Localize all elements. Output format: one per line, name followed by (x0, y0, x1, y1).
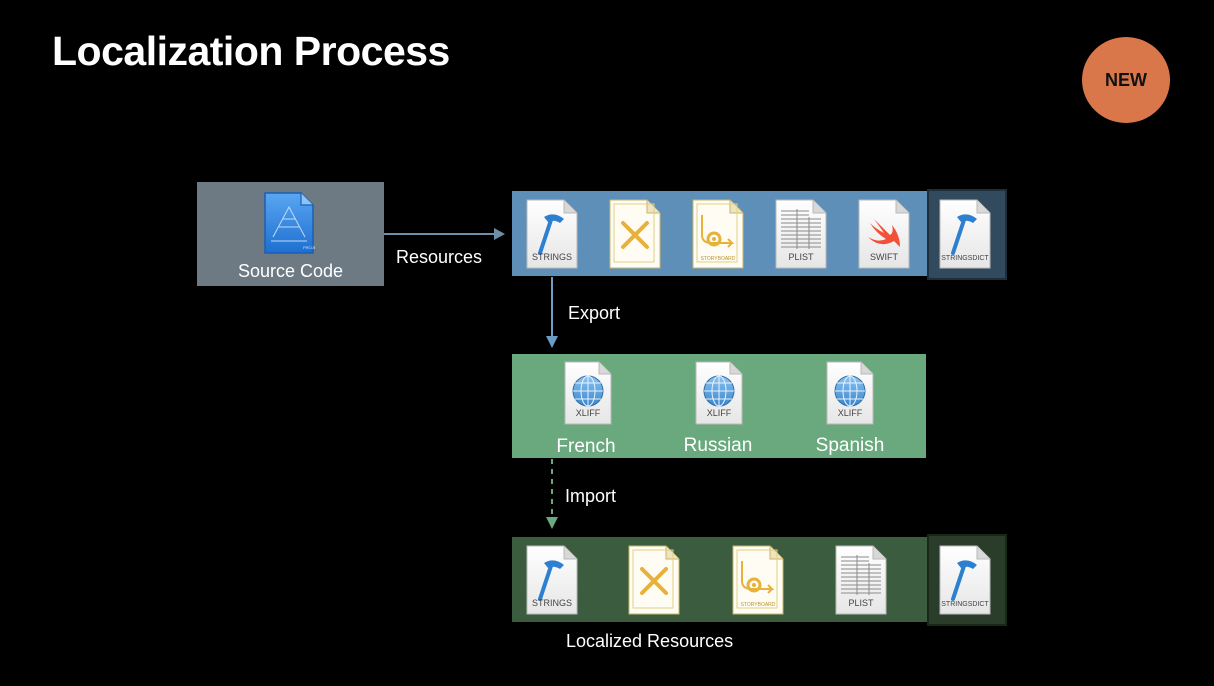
svg-text:PROJECT: PROJECT (303, 245, 315, 250)
xliff-file-spanish: XLIFF (826, 361, 874, 425)
xcode-project-icon: PROJECT (264, 192, 315, 254)
xliff-russian-caption: XLIFF (706, 408, 732, 418)
localized-plist-caption: PLIST (848, 598, 874, 608)
globe-icon (564, 361, 612, 425)
storyboard-file-caption: STORYBOARD (700, 256, 736, 262)
stringsdict-file: STRINGSDICT (939, 199, 991, 269)
xliff-file-russian: XLIFF (695, 361, 743, 425)
xliff-russian-label: Russian (683, 435, 753, 456)
plist-file: PLIST (775, 199, 827, 269)
xliff-file-french: XLIFF (564, 361, 612, 425)
swift-icon (858, 199, 910, 269)
strings-file: STRINGS (526, 199, 578, 269)
xliff-spanish-label: Spanish (815, 435, 885, 456)
localized-storyboard-file: STORYBOARD (732, 545, 784, 615)
page-title: Localization Process (52, 28, 450, 74)
xliff-french-label: French (556, 436, 616, 457)
localized-plist-file: PLIST (835, 545, 887, 615)
localized-resources-label: Localized Resources (566, 631, 734, 651)
storyboard-file: STORYBOARD (692, 199, 744, 269)
import-arrow-head (546, 517, 558, 529)
hammer-icon (526, 545, 578, 615)
localized-xib-file (628, 545, 680, 615)
globe-icon (826, 361, 874, 425)
source-code-box: PROJECT Source Code (197, 182, 384, 286)
xib-file (609, 199, 661, 269)
hammer-icon (939, 545, 991, 615)
hammer-icon (526, 199, 578, 269)
localized-storyboard-caption: STORYBOARD (740, 602, 776, 608)
resources-label: Resources (396, 247, 483, 267)
xib-icon (609, 199, 661, 269)
hammer-icon (939, 199, 991, 269)
localized-strings-file: STRINGS (526, 545, 578, 615)
storyboard-icon (692, 199, 744, 269)
globe-icon (695, 361, 743, 425)
plist-icon (775, 199, 827, 269)
new-badge: NEW (1082, 37, 1170, 123)
xliff-spanish-caption: XLIFF (837, 408, 863, 418)
export-label: Export (568, 303, 621, 323)
plist-icon (835, 545, 887, 615)
storyboard-icon (732, 545, 784, 615)
xliff-french-caption: XLIFF (575, 408, 601, 418)
localized-stringsdict-caption: STRINGSDICT (941, 601, 989, 608)
xib-icon (628, 545, 680, 615)
swift-file-caption: SWIFT (870, 252, 898, 262)
resources-arrow-head (494, 228, 505, 240)
source-code-label: Source Code (237, 261, 344, 281)
plist-file-caption: PLIST (788, 252, 814, 262)
swift-file: SWIFT (858, 199, 910, 269)
localized-strings-caption: STRINGS (531, 598, 572, 608)
export-arrow-head (546, 336, 558, 348)
strings-file-caption: STRINGS (531, 252, 572, 262)
localized-stringsdict-file: STRINGSDICT (939, 545, 991, 615)
import-label: Import (565, 486, 617, 506)
stringsdict-file-caption: STRINGSDICT (941, 255, 989, 262)
